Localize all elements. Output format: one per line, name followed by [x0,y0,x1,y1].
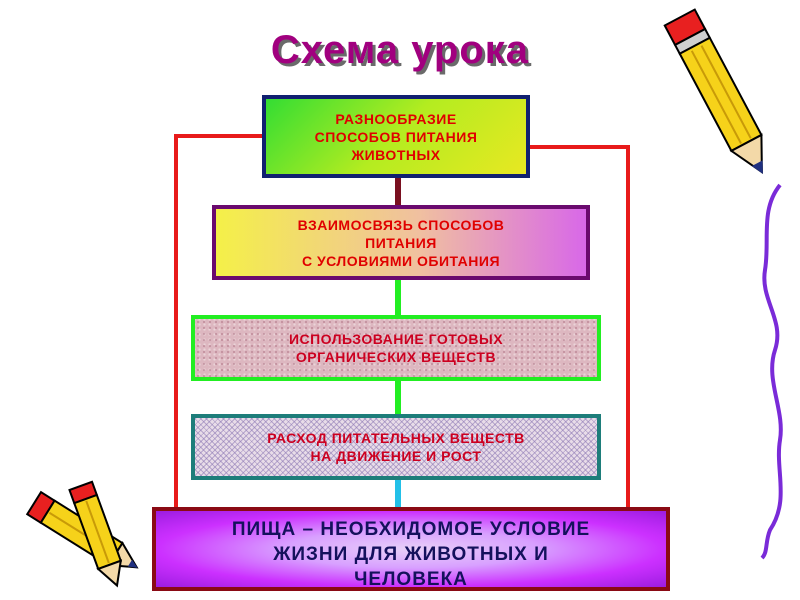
left-side-connector [174,134,262,510]
diagram-box-relation: ВЗАИМОСВЯЗЬ СПОСОБОВ ПИТАНИЯ С УСЛОВИЯМИ… [212,205,590,280]
pencil-icon [663,8,763,174]
diagram-box-food: ПИЩА – НЕОБХИДОМОЕ УСЛОВИЕ ЖИЗНИ ДЛЯ ЖИВ… [152,507,670,591]
diagram-box-expense: РАСХОД ПИТАТЕЛЬНЫХ ВЕЩЕСТВ НА ДВИЖЕНИЕ И… [191,414,601,480]
right-side-connector [530,145,630,510]
squiggle-line [760,183,783,560]
diagram-box-variety: РАЗНООБРАЗИЕ СПОСОБОВ ПИТАНИЯ ЖИВОТНЫХ [262,95,530,178]
pencil-icon [68,480,123,588]
page-title: Схема урока [270,28,530,72]
diagram-box-organic: ИСПОЛЬЗОВАНИЕ ГОТОВЫХ ОРГАНИЧЕСКИХ ВЕЩЕС… [191,315,601,381]
